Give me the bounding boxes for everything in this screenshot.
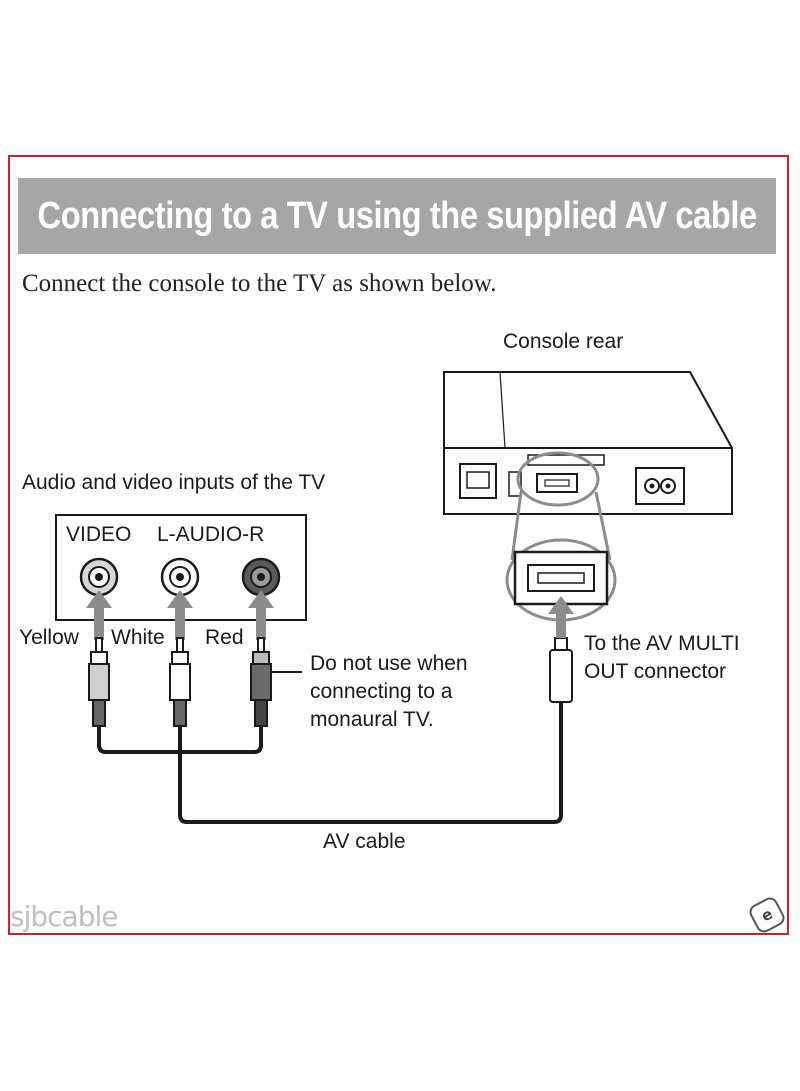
audio-left-jack [160, 557, 200, 597]
rca-plug-white [169, 637, 191, 727]
av-multi-out-plug [549, 637, 573, 703]
console-rear-label: Console rear [503, 330, 624, 353]
video-jack [79, 557, 119, 597]
tv-inputs-label: Audio and video inputs of the TV [22, 471, 326, 494]
connector-label-line2: OUT connector [584, 660, 727, 683]
arrow-up-icon [248, 590, 274, 640]
connector-label-line1: To the AV MULTI [584, 632, 740, 655]
network-port-icon [459, 463, 497, 499]
white-plug-label: White [111, 626, 165, 649]
av-cable-main [178, 702, 563, 824]
mono-note-line2: connecting to a [310, 680, 453, 703]
red-plug-label: Red [205, 626, 244, 649]
mono-note-line1: Do not use when [310, 652, 468, 675]
rca-plug-red [250, 637, 272, 727]
page-title: Connecting to a TV using the supplied AV… [37, 194, 757, 237]
rca-plug-yellow [88, 637, 110, 727]
intro-text: Connect the console to the TV as shown b… [22, 270, 497, 297]
arrow-up-icon [86, 590, 112, 640]
av-cable-label: AV cable [323, 830, 406, 853]
arrow-up-icon [548, 596, 574, 638]
title-banner: Connecting to a TV using the supplied AV… [18, 178, 776, 254]
watermark-text: sjbcable [10, 900, 118, 933]
plug-arrows [86, 590, 274, 640]
console-rear-illustration [443, 371, 733, 515]
yellow-plug-label: Yellow [19, 626, 79, 649]
arrow-up-icon [167, 590, 193, 640]
mono-note-line3: monaural TV. [310, 708, 434, 731]
video-port-label: VIDEO [66, 523, 132, 546]
audio-port-label: L-AUDIO-R [157, 523, 265, 546]
audio-right-jack [241, 557, 281, 597]
magnifier-callout [505, 451, 617, 622]
